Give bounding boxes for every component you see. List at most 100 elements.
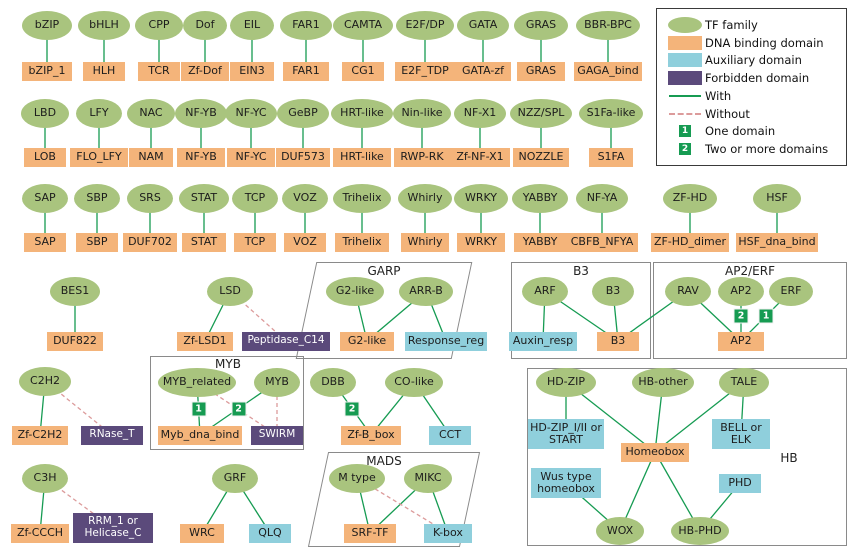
- forbidden-node-swirm: SWIRM: [251, 425, 303, 445]
- legend-icon-holder: [665, 35, 705, 50]
- family-node-zf-hd: ZF-HD: [663, 183, 717, 213]
- auxiliary-domain-icon: [668, 53, 702, 68]
- dna-node-far1: FAR1: [283, 61, 329, 81]
- aux-node-wus-type-homeobox: Wus type homeobox: [531, 468, 601, 498]
- dna-node-gata-zf: GATA-zf: [455, 61, 511, 81]
- dna-node-rwp-rk: RWP-RK: [394, 147, 450, 167]
- family-node-myb-related: MYB_related: [158, 367, 236, 397]
- group-label: AP2/ERF: [725, 264, 775, 278]
- domain-count-2-icon: 2: [679, 143, 691, 156]
- dna-node-wrc: WRC: [180, 523, 224, 543]
- dna-node-nf-yc: NF-YC: [227, 147, 275, 167]
- dna-node-gras: GRAS: [517, 61, 565, 81]
- aux-node-hd-zip-i-ii-or-start: HD-ZIP_I/II or START: [528, 419, 604, 449]
- dna-node-e2f-tdp: E2F_TDP: [395, 61, 455, 81]
- dna-node-sap: SAP: [24, 232, 66, 252]
- family-node-b3: B3: [592, 276, 634, 306]
- dna-node-hsf-dna-bind: HSF_dna_bind: [736, 232, 818, 252]
- dna-node-sbp: SBP: [76, 232, 118, 252]
- legend-icon-holder: [665, 112, 705, 115]
- forbidden-node-rrm-1-or-helicase-c: RRM_1 or Helicase_C: [73, 513, 153, 543]
- dna-node-duf573: DUF573: [276, 147, 330, 167]
- dna-node-homeobox: Homeobox: [621, 442, 689, 462]
- dna-node-trihelix: Trihelix: [335, 232, 389, 252]
- dna-node-cbfb-nfya: CBFB_NFYA: [566, 232, 638, 252]
- family-node-wox: WOX: [596, 517, 644, 545]
- group-label: HB: [780, 451, 798, 465]
- dna-node-tcr: TCR: [138, 61, 180, 81]
- dna-node-nf-yb: NF-YB: [177, 147, 225, 167]
- family-node-hrt-like: HRT-like: [331, 98, 393, 128]
- dna-node-srf-tf: SRF-TF: [344, 523, 396, 543]
- legend-label: Without: [705, 106, 750, 121]
- aux-node-k-box: K-box: [424, 523, 472, 543]
- family-node-far1: FAR1: [280, 10, 332, 40]
- dna-node-whirly: Whirly: [401, 232, 449, 252]
- aux-node-qlq: QLQ: [249, 523, 291, 543]
- domain-count-badge: 2: [344, 401, 360, 416]
- group-outline-myb: [150, 356, 304, 450]
- forbidden-domain-icon: [668, 71, 702, 86]
- aux-node-response-reg: Response_reg: [405, 331, 487, 351]
- aux-node-cct: CCT: [429, 425, 471, 445]
- family-node-nf-ya: NF-YA: [576, 183, 628, 213]
- dna-node-zf-ccch: Zf-CCCH: [11, 523, 69, 543]
- dna-node-duf822: DUF822: [47, 331, 103, 351]
- family-node-gebp: GeBP: [277, 98, 329, 128]
- family-node-nf-yb: NF-YB: [175, 98, 227, 128]
- forbidden-node-peptidase-c14: Peptidase_C14: [242, 331, 330, 351]
- tf-family-ellipse-icon: [668, 16, 702, 33]
- family-node-yabby: YABBY: [512, 183, 568, 213]
- family-node-whirly: Whirly: [398, 183, 452, 213]
- family-node-bes1: BES1: [50, 276, 100, 306]
- dna-node-gaga-bind: GAGA_bind: [574, 61, 642, 81]
- group-label: MYB: [215, 357, 241, 371]
- aux-node-phd: PHD: [719, 473, 761, 493]
- family-node-hd-zip: HD-ZIP: [536, 367, 596, 397]
- dna-node-zf-hd-dimer: ZF-HD_dimer: [651, 232, 729, 252]
- family-node-arr-b: ARR-B: [399, 276, 453, 306]
- family-node-co-like: CO-like: [385, 367, 443, 397]
- family-node-nf-x1: NF-X1: [454, 98, 506, 128]
- domain-count-badge: 1: [758, 308, 774, 324]
- legend-item-family: TF family: [665, 16, 838, 34]
- legend-label: Auxiliary domain: [705, 53, 802, 68]
- legend-icon-holder: [665, 16, 705, 33]
- family-node-c2h2: C2H2: [19, 366, 71, 396]
- family-node-hb-other: HB-other: [632, 367, 694, 397]
- with-line-icon: [669, 94, 701, 97]
- dna-node-zf-dof: Zf-Dof: [181, 61, 229, 81]
- forbidden-node-rnase-t: RNase_T: [81, 425, 143, 445]
- dna-node-b3: B3: [597, 331, 639, 351]
- dna-node-flo-lfy: FLO_LFY: [70, 147, 128, 167]
- dna-node-voz: VOZ: [284, 232, 326, 252]
- domain-count-badge: 1: [191, 401, 206, 416]
- legend-item-dna: DNA binding domain: [665, 34, 838, 52]
- domain-count-badge: 2: [733, 308, 749, 324]
- family-node-lfy: LFY: [76, 98, 122, 128]
- domain-count-badge: 2: [231, 401, 246, 416]
- legend-icon-holder: [665, 94, 705, 97]
- family-node-gata: GATA: [457, 10, 509, 40]
- dna-node-nozzle: NOZZLE: [513, 147, 569, 167]
- family-node-bzip: bZIP: [22, 10, 72, 40]
- family-node-gras: GRAS: [514, 10, 568, 40]
- family-node-hb-phd: HB-PHD: [671, 517, 729, 545]
- legend-icon-holder: [665, 71, 705, 86]
- dna-node-hrt-like: HRT-like: [333, 147, 391, 167]
- family-node-bhlh: bHLH: [78, 10, 130, 40]
- family-node-dof: Dof: [183, 10, 227, 40]
- family-node-ap2: AP2: [718, 276, 764, 306]
- family-node-tcp: TCP: [232, 183, 278, 213]
- group-label: B3: [573, 264, 589, 278]
- dna-node-cg1: CG1: [342, 61, 384, 81]
- legend-label: TF family: [705, 17, 758, 32]
- group-label: GARP: [367, 264, 401, 278]
- family-node-s1fa-like: S1Fa-like: [579, 98, 643, 128]
- family-node-nin-like: Nin-like: [393, 98, 451, 128]
- family-node-sap: SAP: [22, 183, 68, 213]
- family-node-nf-yc: NF-YC: [225, 98, 277, 128]
